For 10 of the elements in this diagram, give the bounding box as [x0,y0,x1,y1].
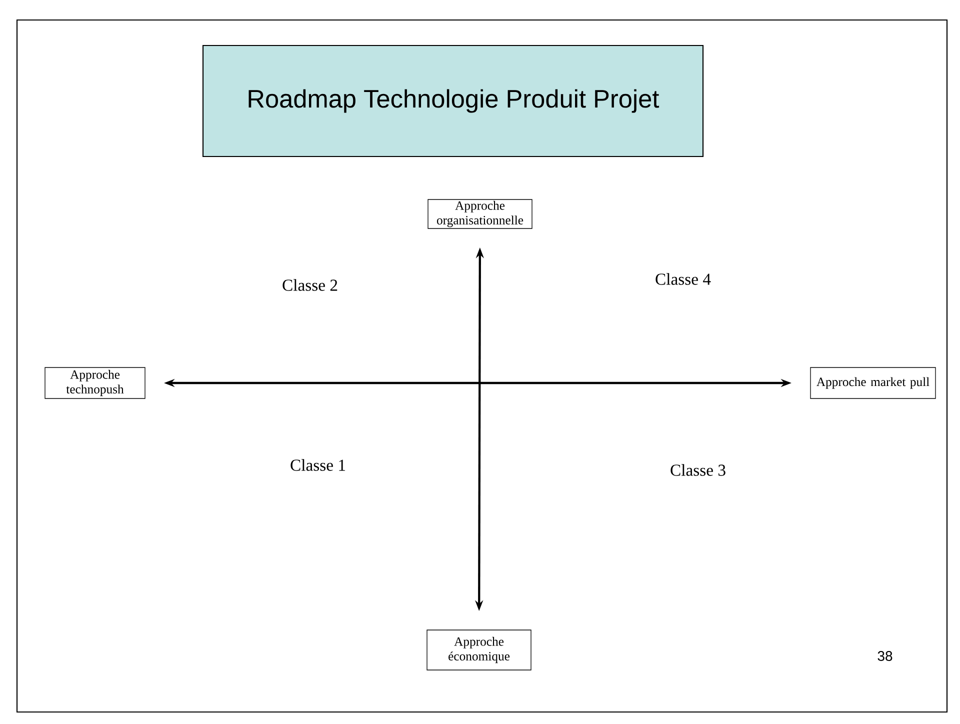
title-box: Roadmap Technologie Produit Projet [202,44,704,158]
page-number: 38 [878,651,892,661]
quadrant-label: Classe 3 [670,464,726,476]
quadrant-label: Classe 4 [656,273,711,285]
label-box: Approche économique [426,630,532,670]
quadrant-label: Classe 2 [282,279,338,291]
quadrant-label: Classe 1 [290,459,346,471]
label-box: Approche market pull [810,367,936,399]
label-box: Approche organisationnelle [428,199,532,229]
label-box: Approche technopush [44,367,146,399]
